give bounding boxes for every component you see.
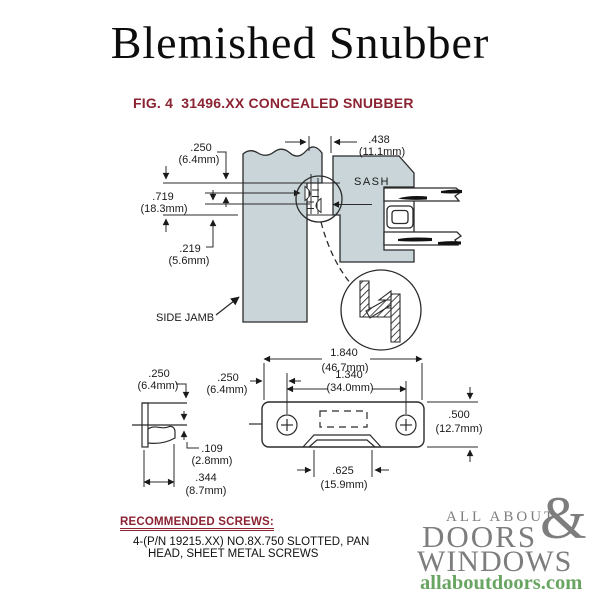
page-title: Blemished Snubber — [110, 17, 490, 68]
side-jamb-shape — [242, 146, 323, 323]
bottom-view-labels: .250 (6.4mm) .109 (2.8mm) .344 (8.7mm) 1… — [138, 347, 483, 497]
dim-label: .109 — [201, 443, 222, 455]
dim-label: (5.6mm) — [169, 255, 210, 267]
screw-zoom-circle — [295, 175, 343, 223]
snubber-side-profile — [132, 402, 187, 448]
dim-label: (34.0mm) — [326, 382, 373, 394]
sash-shape — [332, 155, 415, 263]
side-jamb-leader — [215, 296, 240, 316]
dim-label: (15.9mm) — [320, 479, 367, 491]
logo-url[interactable]: allaboutdoors.com — [420, 572, 583, 594]
dim-label: (18.3mm) — [140, 203, 187, 215]
dim-label: (46.7mm) — [321, 362, 368, 374]
all-about-doors-logo: ALL ABOUT & DOORS WINDOWS allaboutdoors.… — [410, 488, 600, 600]
logo-doors: DOORS — [422, 519, 538, 554]
dim-label: .250 — [217, 372, 238, 384]
dim-label: (11.1mm) — [359, 146, 405, 158]
dim-label: 1.840 — [330, 347, 358, 359]
dim-500 — [427, 387, 478, 462]
logo-all-about: ALL ABOUT — [446, 509, 557, 525]
snubber-screw-upper — [240, 185, 319, 202]
recommended-screws-heading: RECOMMENDED SCREWS: — [120, 516, 274, 531]
detail-leader-dashed — [320, 221, 352, 285]
logo-windows: WINDOWS — [417, 545, 573, 578]
dim-438 — [285, 136, 357, 153]
snubber-plate — [249, 401, 425, 448]
dim-label: (8.7mm) — [186, 485, 227, 497]
dim-label: 1.340 — [335, 369, 363, 381]
dim-label: .500 — [448, 409, 469, 421]
top-view — [162, 136, 463, 351]
dim-label: .719 — [152, 191, 173, 203]
dim-625 — [297, 450, 389, 477]
dim-250-profile — [176, 383, 190, 399]
side-jamb-label: SIDE JAMB — [156, 312, 214, 324]
logo-ampersand: & — [540, 485, 587, 551]
dim-label: .625 — [332, 465, 353, 477]
reference-lines — [163, 182, 340, 216]
dim-344 — [143, 444, 175, 487]
dim-label: .219 — [179, 243, 200, 255]
dim-label: (6.4mm) — [207, 384, 248, 396]
snubber-screw-lower — [307, 197, 372, 214]
dim-109 — [180, 411, 199, 449]
dim-label: .344 — [195, 472, 216, 484]
screws-note-line2: HEAD, SHEET METAL SCREWS — [148, 548, 319, 560]
dim-1340 — [286, 373, 407, 414]
recommended-screws-note: RECOMMENDED SCREWS: 4-(P/N 19215.XX) NO.… — [120, 516, 369, 560]
bottom-views — [132, 355, 478, 487]
dim-250-top — [217, 151, 230, 207]
figure-caption: FIG. 4 31496.XX CONCEALED SNUBBER — [133, 95, 414, 111]
top-view-labels: .250 (6.4mm) .719 (18.3mm) .219 (5.6mm) … — [140, 134, 405, 324]
interlock-hatch-marks — [398, 189, 462, 245]
dim-label: (6.4mm) — [138, 380, 179, 392]
dim-label: (6.4mm) — [179, 154, 220, 166]
dim-label: (12.7mm) — [435, 423, 482, 435]
dim-1840 — [263, 355, 423, 400]
sash-label: SASH — [354, 176, 390, 188]
dim-label: .250 — [190, 142, 211, 154]
dim-label: (2.8mm) — [192, 455, 233, 467]
screws-note-line1: 4-(P/N 19215.XX) NO.8X.750 SLOTTED, PAN — [133, 536, 370, 548]
dim-label: .438 — [368, 134, 389, 146]
dim-label: .250 — [148, 368, 169, 380]
snubber-cross-section — [359, 280, 401, 343]
dim-219 — [206, 190, 217, 248]
